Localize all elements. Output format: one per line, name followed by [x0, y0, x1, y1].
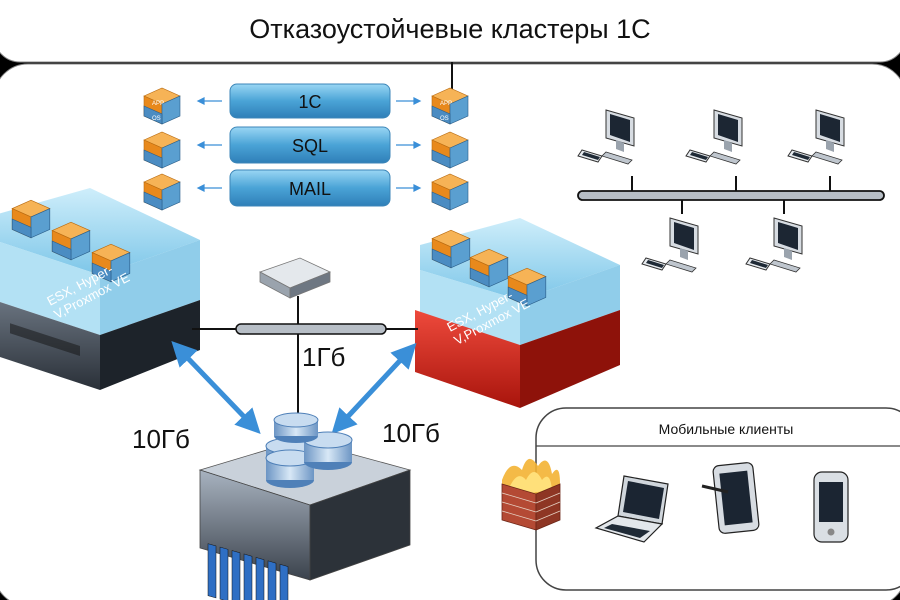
vm-os-tag: OS: [440, 116, 449, 122]
vm-cube-icon: [431, 229, 471, 269]
office-lan: [577, 109, 885, 273]
storage-link-left: [171, 340, 261, 435]
lan-bus: [577, 190, 885, 201]
storage-link-left-label: 10Гб: [132, 424, 190, 454]
service-bar-mail: MAIL: [229, 169, 391, 207]
vm-tags: APP OS APP OS: [152, 101, 452, 122]
vm-cube-icon: [11, 199, 51, 239]
vm-cube-icon: [143, 173, 181, 211]
vm-cube-icon: [431, 131, 469, 169]
firewall-icon: [501, 458, 561, 531]
vm-app-tag: APP: [440, 101, 452, 107]
network-switch: [259, 257, 332, 299]
database-icon: [265, 412, 353, 488]
phone-icon: [813, 471, 849, 543]
vm-os-tag: OS: [152, 116, 161, 122]
host-right: ESX, Hyper- V,Proxmox VE: [415, 218, 620, 408]
service-label: SQL: [292, 136, 328, 156]
service-bar-sql: SQL: [229, 126, 391, 164]
service-label: MAIL: [289, 179, 331, 199]
vm-app-tag: APP: [152, 101, 164, 107]
page-title: Отказоустойчевые кластеры 1С: [249, 14, 650, 44]
backbone-bus: [235, 323, 387, 335]
vm-cube-icon: [143, 131, 181, 169]
service-label: 1С: [298, 92, 321, 112]
vm-cube-icon: [469, 248, 509, 288]
storage-link-right: [331, 342, 417, 435]
host-left: ESX, Hyper- V,Proxmox VE: [0, 188, 200, 390]
mobile-clients-panel: Мобильные клиенты: [535, 407, 900, 591]
title-panel: Отказоустойчевые кластеры 1С: [0, 0, 900, 63]
service-bar-1c: 1С: [229, 83, 391, 119]
storage-array: [198, 412, 412, 600]
vm-service-arrows: [196, 97, 422, 192]
storage-link-right-label: 10Гб: [382, 418, 440, 448]
service-bars: 1С SQL MAIL: [229, 83, 391, 207]
vm-cube-icon: [431, 173, 469, 211]
vm-cube-icon: [51, 221, 91, 261]
tablet-icon: [701, 462, 760, 534]
mobile-clients-title: Мобильные клиенты: [659, 421, 794, 437]
laptop-icon: [594, 475, 669, 543]
switch-link-label: 1Гб: [302, 342, 345, 372]
